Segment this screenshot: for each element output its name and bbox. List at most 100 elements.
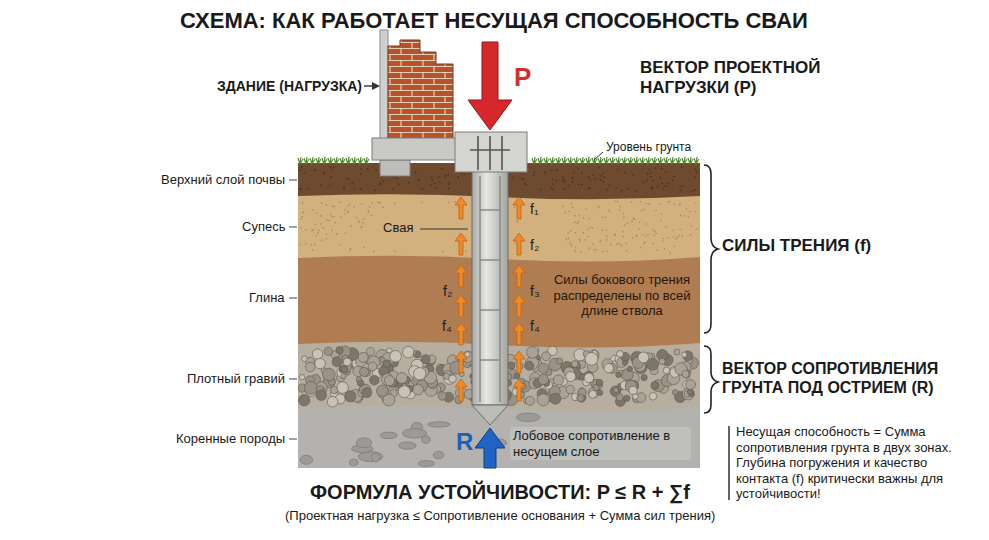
soil-grain: [598, 167, 600, 169]
grass-tuft: [574, 157, 579, 164]
soil-grain: [465, 250, 467, 252]
gravel-pebble: [384, 376, 394, 386]
soil-grain: [448, 202, 450, 204]
soil-grain: [367, 168, 369, 170]
soil-grain: [682, 185, 684, 187]
bedrock-stone: [380, 432, 397, 439]
tip-resistance-heading: ВЕКТОР СОПРОТИВЛЕНИЯ ГРУНТА ПОД ОСТРИЕМ …: [722, 359, 984, 397]
soil-grain: [396, 177, 398, 179]
soil-grain: [641, 210, 643, 212]
soil-grain: [329, 166, 331, 168]
bedrock-stone: [428, 422, 450, 427]
soil-grain: [625, 242, 627, 244]
gravel-pebble: [556, 358, 562, 364]
gravel-pebble: [421, 355, 430, 364]
soil-grain: [646, 180, 648, 182]
soil-grain: [588, 218, 590, 220]
gravel-pebble: [682, 388, 694, 400]
soil-grain: [315, 235, 317, 237]
pile-shaft: [472, 170, 508, 405]
soil-grain: [592, 243, 594, 245]
soil-grain: [614, 201, 616, 203]
soil-grain: [578, 183, 580, 185]
soil-grain: [624, 224, 626, 226]
soil-grain: [600, 179, 602, 181]
bedrock-stone: [402, 429, 426, 439]
gravel-pebble: [337, 382, 349, 394]
soil-grain: [520, 178, 522, 180]
soil-grain: [675, 239, 677, 241]
soil-grain: [636, 236, 638, 238]
soil-grain: [570, 230, 572, 232]
summary-note: Несущая способность = Сумма сопротивлени…: [736, 424, 982, 502]
soil-grain: [604, 176, 606, 178]
friction-arrow: [513, 323, 525, 345]
soil-grain: [383, 181, 385, 183]
grass-tuft: [646, 157, 651, 164]
soil-grain: [552, 178, 554, 180]
gravel-pebble: [305, 362, 315, 372]
soil-grain: [344, 213, 346, 215]
gravel-pebble: [438, 392, 446, 400]
formula-caption: (Проектная нагрузка ≤ Сопротивление осно…: [285, 508, 715, 524]
soil-grain: [668, 201, 670, 203]
soil-grain: [581, 184, 583, 186]
gravel-pebble: [345, 391, 356, 402]
leader-arrowhead: [372, 82, 380, 90]
grass-tuft: [358, 157, 363, 164]
gravel-pebble: [617, 351, 624, 358]
soil-grain: [680, 190, 682, 192]
soil-grain: [653, 235, 655, 237]
soil-grain: [572, 181, 574, 183]
soil-grain: [514, 207, 516, 209]
gravel-pebble: [336, 347, 343, 354]
gravel-pebble: [672, 390, 677, 395]
soil-grain: [321, 239, 323, 241]
soil-grain: [371, 215, 373, 217]
soil-grain: [661, 167, 663, 169]
gravel-pebble: [324, 347, 332, 355]
soil-grain: [430, 184, 432, 186]
friction-arrow: [513, 265, 525, 287]
soil-grain: [614, 235, 616, 237]
soil-grain: [626, 250, 628, 252]
soil-grain: [589, 187, 591, 189]
soil-grain: [651, 187, 653, 189]
soil-grain: [441, 168, 443, 170]
soil-grain: [632, 237, 634, 239]
friction-arrow: [455, 351, 467, 373]
gravel-pebble: [566, 372, 576, 382]
soil-grain: [564, 181, 566, 183]
soil-grain: [660, 220, 662, 222]
soil-grain: [621, 245, 623, 247]
soil-grain: [360, 188, 362, 190]
soil-grain: [669, 252, 671, 254]
soil-grain: [325, 238, 327, 240]
soil-grain: [662, 188, 664, 190]
soil-grain: [673, 230, 675, 232]
soil-grain: [345, 209, 347, 211]
soil-grain: [674, 245, 676, 247]
gravel-pebble: [465, 352, 470, 357]
soil-grain: [600, 175, 602, 177]
gravel-pebble: [377, 385, 388, 396]
soil-grain: [571, 203, 573, 205]
gravel-pebble: [302, 356, 308, 362]
bedrock-stone: [516, 413, 540, 422]
soil-grain: [300, 218, 302, 220]
soil-grain: [606, 250, 608, 252]
gravel-pebble: [525, 361, 534, 370]
soil-grain: [679, 203, 681, 205]
soil-grain: [617, 169, 619, 171]
tip-resistance-note: Лобовое сопротивление в несущем слое: [510, 427, 691, 460]
soil-grain: [664, 248, 666, 250]
soil-grain: [652, 180, 654, 182]
soil-grain: [610, 244, 612, 246]
soil-grain: [684, 215, 686, 217]
grass-tuft: [562, 157, 567, 164]
grass-tuft: [640, 157, 645, 164]
soil-grain: [431, 175, 433, 177]
bedrock-stone: [433, 451, 444, 458]
soil-grain: [652, 243, 654, 245]
soil-grain: [581, 172, 583, 174]
